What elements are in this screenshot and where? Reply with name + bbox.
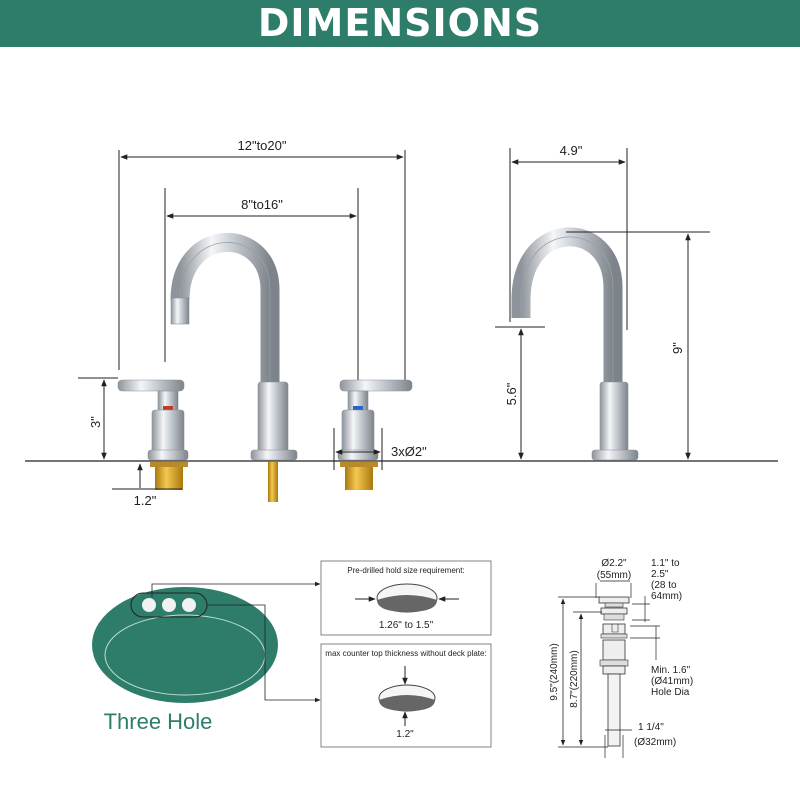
drain-range-2: 2.5"	[651, 569, 669, 580]
hole-spec-label: 3xØ2"	[391, 444, 427, 459]
counter-detail-value: 1.2"	[396, 729, 414, 740]
drain-hole-1: Min. 1.6"	[651, 665, 691, 676]
drain-tailpiece	[607, 673, 621, 747]
counter-thickness-detail: max counter top thickness without deck p…	[320, 643, 492, 748]
header-banner: DIMENSIONS	[0, 0, 800, 47]
total-height-label: 9"	[670, 342, 685, 354]
left-handle-body	[151, 409, 185, 453]
handle-height-label: 3"	[88, 416, 103, 428]
sink-diagram: Three Hole	[92, 581, 321, 734]
page-title: DIMENSIONS	[257, 1, 543, 45]
center-width-label: 8"to16"	[241, 197, 283, 212]
side-faucet-view: 4.9" 5.6" 9"	[495, 143, 710, 461]
side-spout-base	[599, 381, 629, 453]
drain-top-dia: Ø2.2"	[601, 558, 627, 569]
hole-center	[162, 598, 176, 612]
overall-width-label: 12"to20"	[238, 138, 287, 153]
drain-range-1: 1.1" to	[651, 558, 680, 569]
drain-hole-3: Hole Dia	[651, 687, 690, 698]
drain-range-4: 64mm)	[651, 591, 682, 602]
hole-right	[182, 598, 196, 612]
front-faucet-view: 12"to20" 8"to16" 3"	[78, 138, 427, 508]
shank-length-label: 1.2"	[134, 493, 157, 508]
spout-shank	[268, 462, 278, 502]
reach-label: 4.9"	[560, 143, 583, 158]
spout-height-label: 5.6"	[504, 382, 519, 405]
drain-diagram: Ø2.2" (55mm) 1.1" to 2.5" (28 to 64mm) 9…	[549, 558, 693, 758]
counter-detail-title: max counter top thickness without deck p…	[325, 649, 486, 658]
hole-left	[142, 598, 156, 612]
drain-body-length: 8.7"(220mm)	[569, 650, 580, 707]
left-handle-lever	[117, 379, 185, 392]
right-handle-body	[341, 409, 375, 453]
right-handle-lever	[339, 379, 413, 392]
hole-detail-title: Pre-drilled hold size requirement:	[347, 566, 464, 575]
drain-range-3: (28 to	[651, 580, 677, 591]
drain-tail-1: 1 1/4"	[638, 722, 664, 733]
hole-size-detail: Pre-drilled hold size requirement: 1.26"…	[320, 560, 492, 636]
drain-tail-2: (Ø32mm)	[634, 737, 676, 748]
sink-label: Three Hole	[104, 709, 213, 734]
hole-detail-value: 1.26" to 1.5"	[379, 620, 434, 631]
drain-total-length: 9.5"(240mm)	[549, 643, 560, 700]
drain-top-dia-mm: (55mm)	[597, 570, 631, 581]
spout	[170, 233, 280, 385]
side-spout	[511, 227, 623, 385]
spout-base	[257, 381, 289, 453]
drain-hole-2: (Ø41mm)	[651, 676, 693, 687]
